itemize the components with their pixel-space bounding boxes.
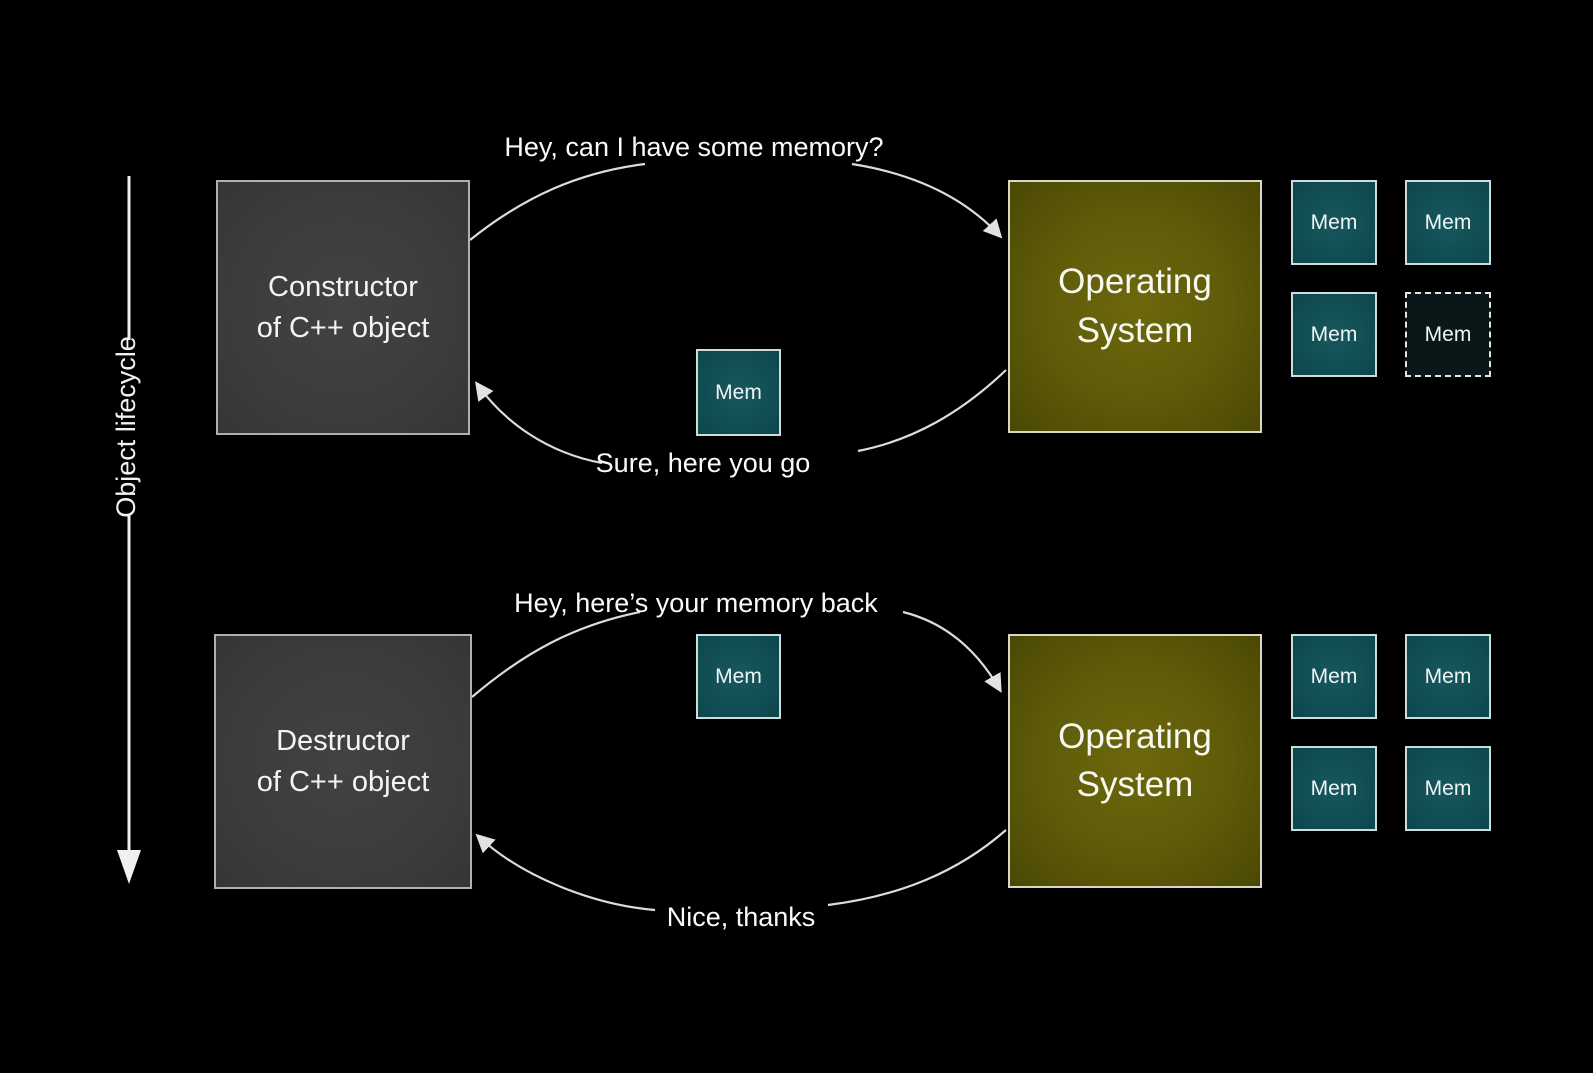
mem-cell: Mem [1291,292,1377,377]
mem-label: Mem [1310,322,1358,346]
lifecycle-arrowhead-icon [117,850,141,884]
os-label-line2: System [1076,310,1194,350]
mem-cell-allocated: Mem [1405,292,1491,377]
return-arrow-left-segment [471,610,641,698]
mem-label: Mem [1424,776,1472,800]
thanks-arrow-left-segment [475,833,656,912]
destructor-box: Destructor of C++ object [214,634,472,889]
mem-cell: Mem [1405,180,1491,265]
response-message: Sure, here you go [595,448,811,478]
mem-label: Mem [1424,210,1472,234]
request-arrow-right-segment [851,162,1003,239]
lifecycle-axis [117,176,141,884]
transit-mem-box-destruction: Mem [696,634,781,719]
destructor-label-line2: of C++ object [256,765,430,798]
mem-label: Mem [1424,664,1472,688]
destructor-label-line1: Destructor [276,724,410,757]
thanks-message: Nice, thanks [666,902,816,932]
mem-cell: Mem [1405,746,1491,831]
os-box-destruction: Operating System [1008,634,1262,888]
response-arrow-right-segment [857,369,1007,453]
return-message: Hey, here’s your memory back [514,588,878,618]
request-arrow-left-segment [469,162,646,241]
mem-label: Mem [1424,322,1472,346]
os-label-line1: Operating [1058,262,1212,302]
constructor-label-line1: Constructor [268,270,418,303]
os-memory-grid-construction: Mem Mem Mem Mem [1291,180,1491,377]
mem-cell: Mem [1291,180,1377,265]
mem-label: Mem [715,380,762,404]
mem-label: Mem [715,664,762,688]
mem-label: Mem [1310,664,1358,688]
return-arrow-right-segment [902,610,1002,693]
os-label-line1: Operating [1058,716,1212,756]
request-message: Hey, can I have some memory? [504,132,884,162]
response-arrow-left-segment [475,381,603,465]
os-box-construction: Operating System [1008,180,1262,433]
lifecycle-axis-label: Object lifecycle [111,336,141,518]
mem-cell: Mem [1291,746,1377,831]
mem-label: Mem [1310,210,1358,234]
os-memory-grid-destruction: Mem Mem Mem Mem [1291,634,1491,831]
constructor-label-line2: of C++ object [256,311,430,344]
thanks-arrow-right-segment [827,829,1007,907]
os-label-line2: System [1076,765,1194,804]
mem-cell: Mem [1291,634,1377,719]
mem-cell: Mem [1405,634,1491,719]
transit-mem-box-construction: Mem [696,349,781,436]
mem-label: Mem [1310,776,1358,800]
constructor-box: Constructor of C++ object [216,180,470,435]
